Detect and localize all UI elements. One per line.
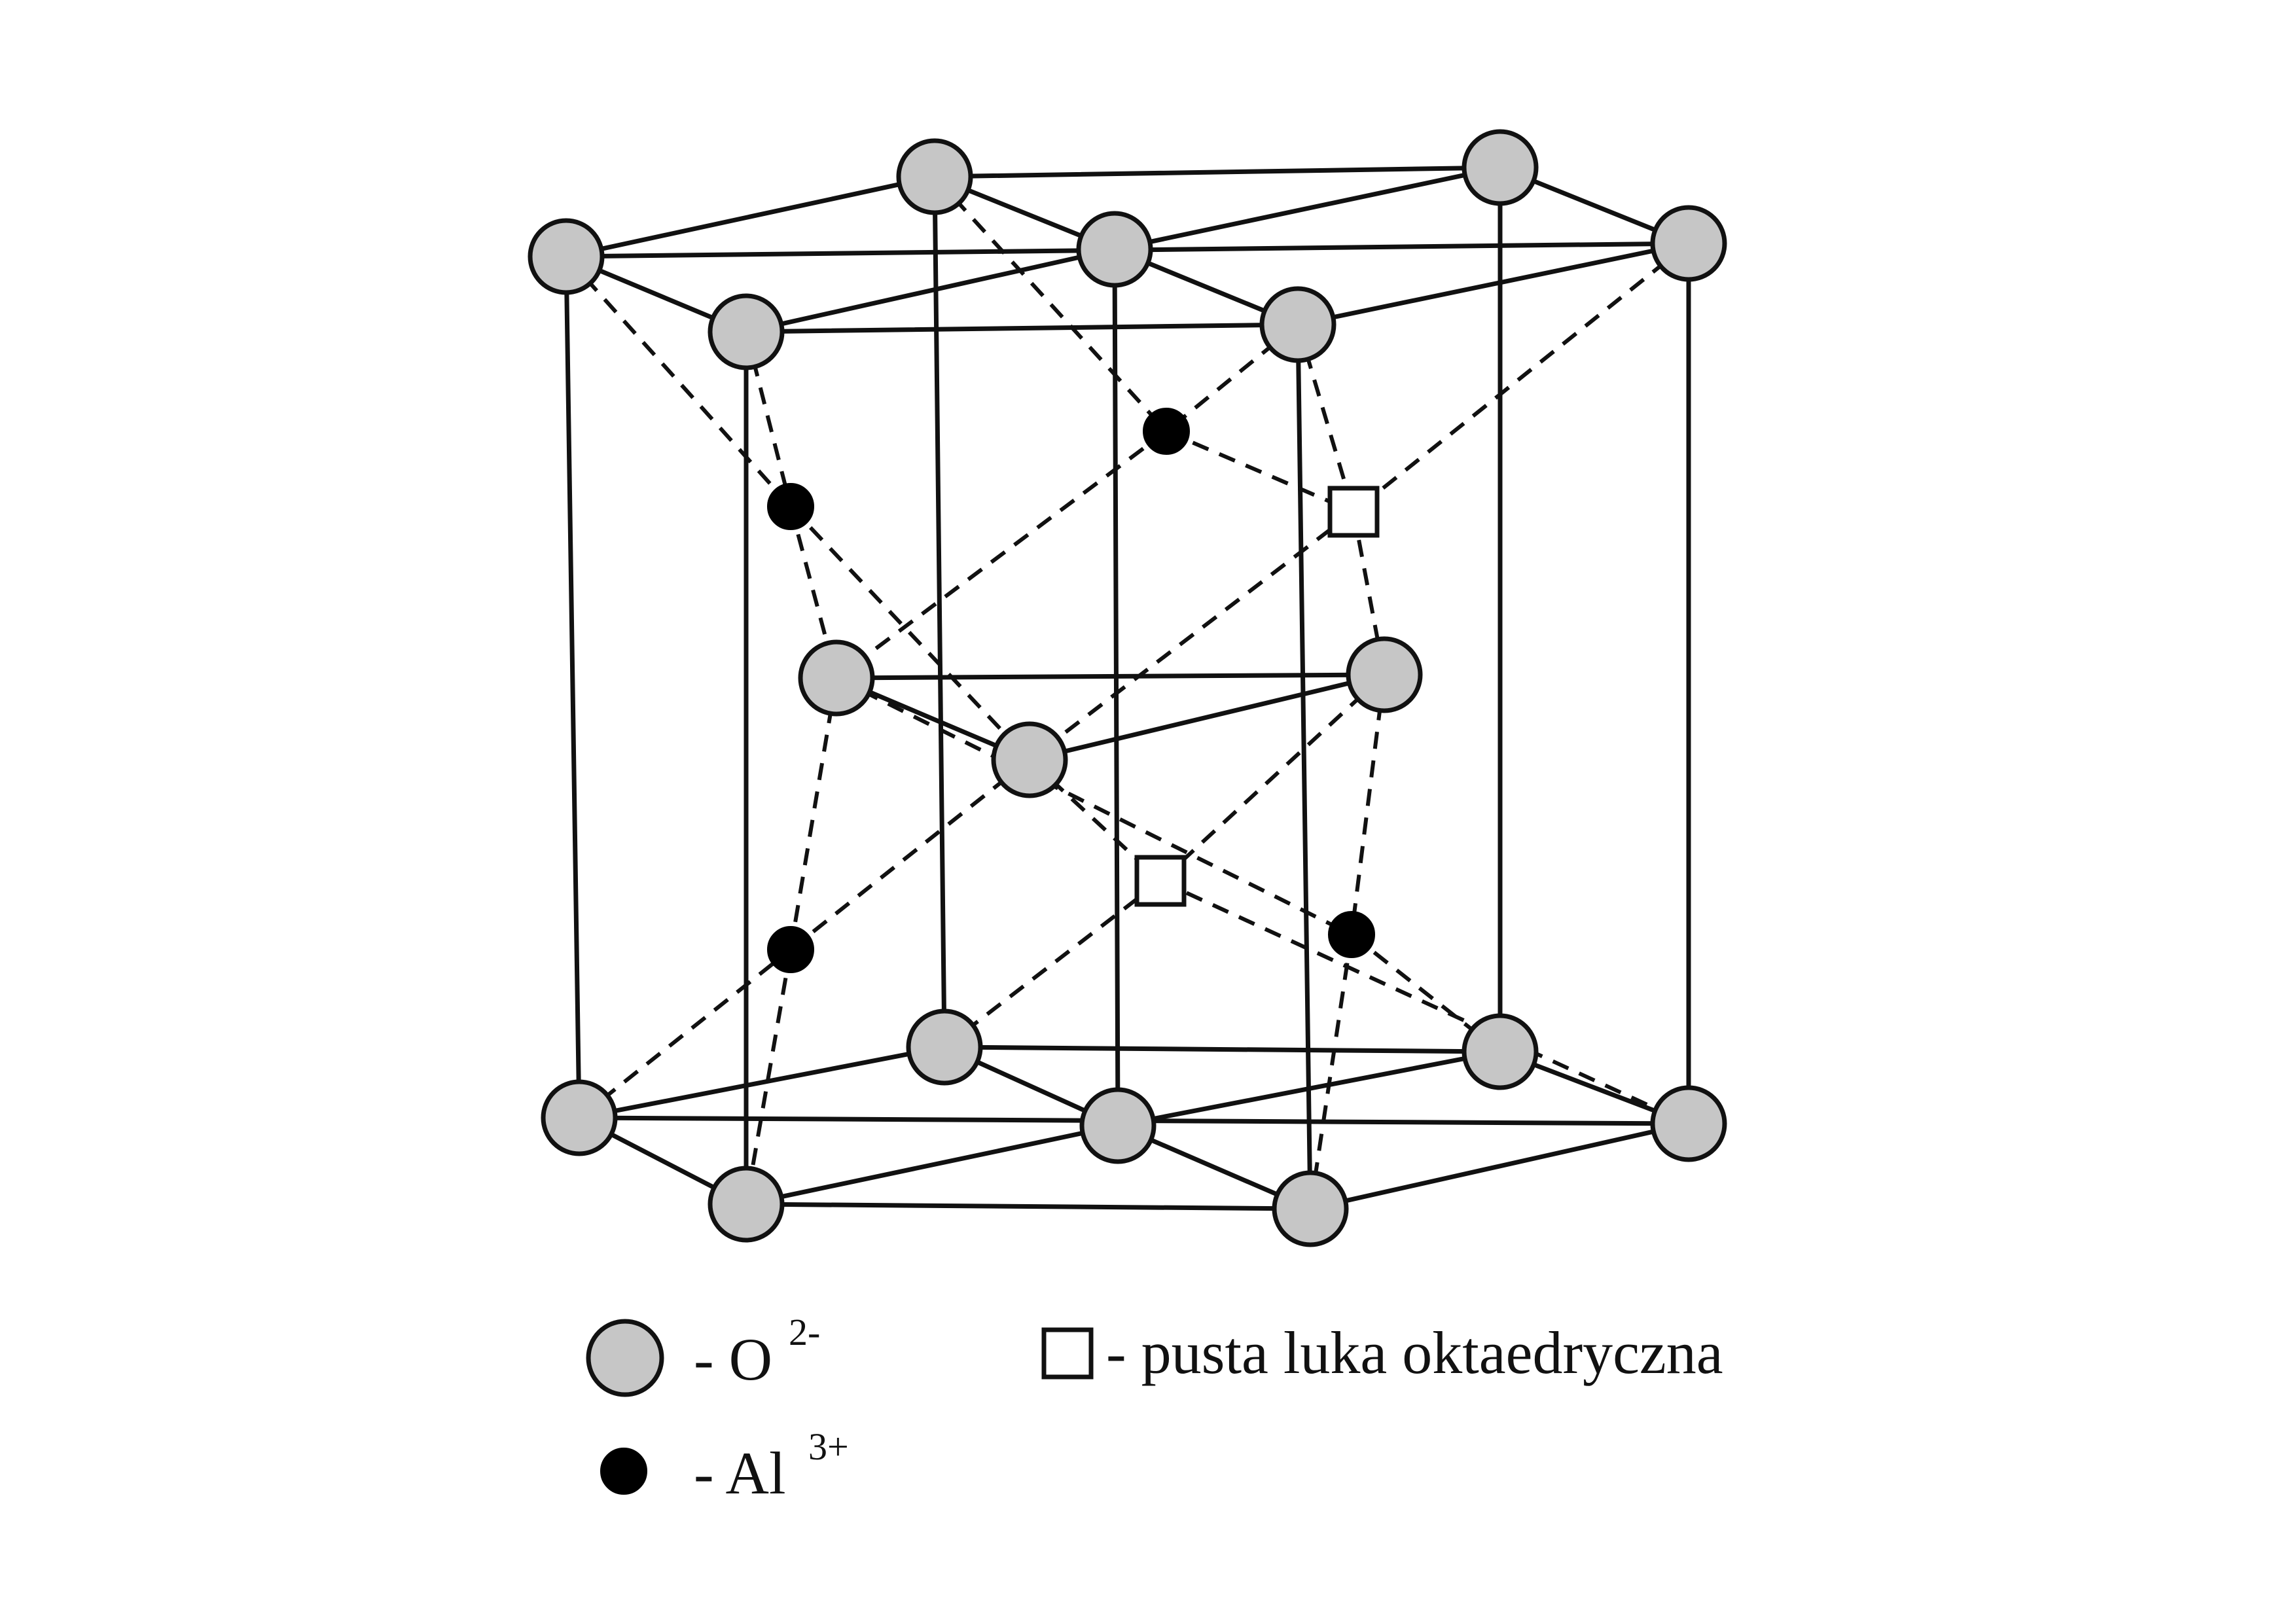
- legend: - O 2- - Al 3+ - pusta luka oktaedryczna: [586, 1311, 1723, 1507]
- legend-vacancy-label: - pusta luka oktaedryczna: [1106, 1319, 1723, 1386]
- octahedral-bond-line: [943, 879, 1162, 1049]
- oxygen-ion: [991, 721, 1068, 798]
- bond-line: [1112, 165, 1503, 252]
- legend-aluminum-label: - Al: [694, 1440, 786, 1507]
- octahedral-bond-line: [835, 429, 1168, 680]
- bond-line: [744, 322, 1300, 334]
- aluminum-ion: [1143, 408, 1190, 455]
- legend-vacancy-symbol: [1041, 1327, 1094, 1380]
- octahedral-bond-line: [1158, 673, 1386, 883]
- oxygen-ion: [1259, 286, 1336, 363]
- octahedral-bond-line: [1159, 879, 1690, 1126]
- bond-line: [932, 174, 947, 1050]
- octahedral-bond-line: [1028, 510, 1355, 762]
- bond-line: [942, 1044, 1503, 1054]
- oxygen-ion: [528, 218, 605, 295]
- oxygen-ion: [1272, 1170, 1349, 1247]
- legend-aluminum-charge: 3+: [808, 1425, 849, 1468]
- octahedral-bond-line: [1350, 674, 1386, 935]
- oxygen-ion: [708, 293, 785, 370]
- atoms: [528, 129, 1727, 1247]
- octahedral-bond-line: [835, 676, 1353, 936]
- aluminum-ion: [767, 483, 814, 530]
- bond-line: [932, 165, 1503, 179]
- oxygen-ion: [1462, 129, 1539, 206]
- bond-line: [1295, 322, 1313, 1211]
- legend-aluminum-symbol: [600, 1448, 647, 1495]
- bond-line: [1308, 1121, 1691, 1211]
- octahedral-bond-line: [1308, 934, 1354, 1209]
- octahedral-bond-line: [578, 948, 792, 1120]
- oxygen-ion: [1650, 1085, 1727, 1162]
- bond-line: [1112, 247, 1121, 1128]
- bond-line: [564, 254, 582, 1120]
- octahedral-bond-line: [933, 175, 1168, 433]
- oxygen-ion: [1462, 1013, 1539, 1090]
- aluminum-ion: [767, 926, 814, 973]
- aluminum-ion: [1328, 911, 1375, 958]
- octahedral-vacancy: [1134, 855, 1187, 907]
- oxygen-ion: [1076, 211, 1153, 288]
- octahedral-bond-line: [564, 255, 793, 508]
- octahedral-bond-line: [744, 949, 793, 1205]
- octahedral-bond-line: [789, 758, 1031, 952]
- oxygen-ion: [798, 639, 875, 717]
- oxygen-ion: [1079, 1087, 1157, 1164]
- bond-line: [744, 247, 1117, 334]
- bond-line: [744, 1202, 1313, 1211]
- bond-line: [577, 1044, 947, 1120]
- oxygen-ion: [896, 138, 973, 215]
- oxygen-ion: [541, 1079, 618, 1156]
- bond-line: [1027, 672, 1387, 762]
- octahedral-bond-line: [789, 677, 838, 950]
- oxygen-ion: [708, 1166, 785, 1243]
- octahedral-vacancy: [1327, 486, 1380, 538]
- octahedral-bond-line: [789, 505, 1031, 762]
- legend-oxygen-label: - O: [694, 1326, 772, 1393]
- bond-line: [834, 672, 1387, 681]
- octahedral-bond-line: [1165, 429, 1355, 514]
- oxygen-ion: [1650, 205, 1727, 282]
- oxygen-ion: [1346, 636, 1423, 713]
- legend-oxygen-charge: 2-: [789, 1311, 820, 1353]
- bond-line: [564, 174, 937, 259]
- bond-line: [744, 1123, 1121, 1207]
- dashed-bonds: [564, 175, 1690, 1209]
- octahedral-bond-line: [1352, 241, 1690, 514]
- bond-line: [1295, 241, 1691, 327]
- legend-oxygen-symbol: [586, 1319, 664, 1397]
- oxygen-ion: [906, 1008, 983, 1086]
